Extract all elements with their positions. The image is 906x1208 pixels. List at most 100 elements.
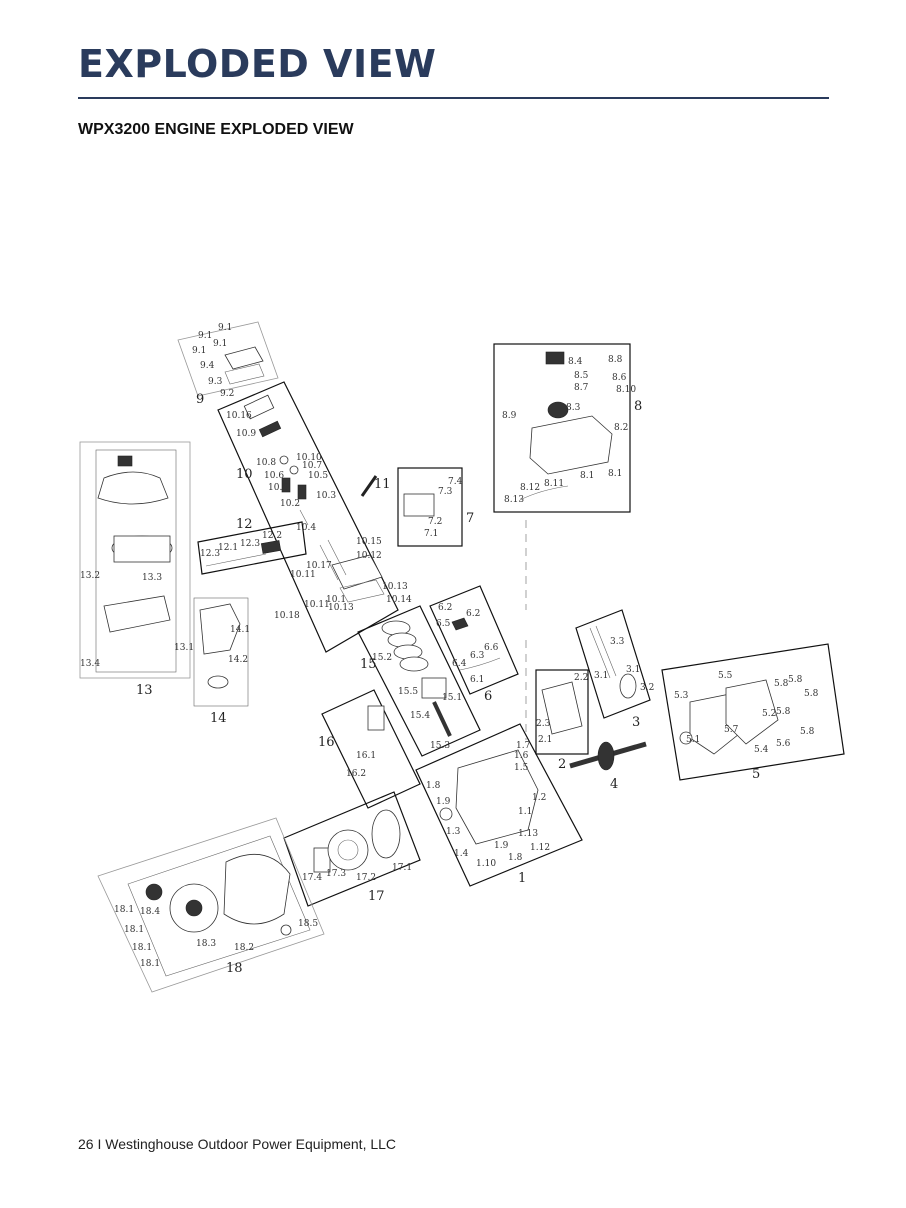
callout-18-3: 18.3: [196, 939, 216, 949]
diagram-subtitle: WPX3200 ENGINE EXPLODED VIEW: [78, 121, 354, 138]
group-4: 4: [569, 741, 647, 792]
callout-15-4: 15.4: [410, 711, 430, 721]
callout-8-6: 8.6: [612, 373, 627, 383]
group-5: 5.5 5.3 5.8 5.8 5.8 5.2 5.8 5.1 5.6 5.7 …: [661, 643, 845, 782]
part-13-1-base: [103, 595, 171, 633]
callout-8-8: 8.8: [608, 355, 623, 365]
part-2-cover: [541, 681, 583, 735]
part-5-3-seal: [679, 731, 693, 745]
group-14-box: [193, 597, 249, 707]
group-15: 15.2 15.5 15.1 15.4 15.3 15: [357, 605, 481, 757]
group-16: 16.1 16.2 16: [318, 689, 421, 809]
part-14-bowl: [207, 675, 229, 689]
part-17-1-fan: [371, 809, 401, 859]
callout-10-6: 10.6: [264, 471, 284, 481]
callout-13-2: 13.2: [80, 571, 100, 581]
callout-3-2: 3.2: [640, 683, 654, 693]
callout-8-9: 8.9: [502, 411, 517, 421]
group-6-box: [429, 585, 519, 695]
group-18: 18.1 18.4 18.1 18.3 18.1 18.2 18.1 18.5 …: [97, 817, 325, 993]
group-label-11: 11: [374, 477, 391, 492]
group-5-box: [661, 643, 845, 781]
callout-18-2: 18.2: [234, 943, 254, 953]
part-15-2-ring-4: [399, 656, 429, 672]
group-3-box: [575, 609, 651, 719]
callout-3-1-b: 3.1: [626, 665, 640, 675]
group-7: 7.4 7.3 7.2 7.1 7: [397, 467, 474, 547]
group-7-box: [397, 467, 463, 547]
part-10-5: [289, 465, 299, 475]
callout-10-9: 10.9: [236, 429, 256, 439]
callout-17-2: 17.2: [356, 873, 376, 883]
part-4-crank-web: [597, 741, 615, 771]
callout-7-4: 7.4: [448, 477, 463, 487]
callout-10-18: 10.18: [274, 611, 300, 621]
callout-5-8-c: 5.8: [804, 689, 819, 699]
callout-13-3: 13.3: [142, 573, 162, 583]
callout-16-1: 16.1: [356, 751, 376, 761]
group-label-10: 10: [236, 467, 253, 482]
callout-5-8-d: 5.8: [776, 707, 791, 717]
part-9-4-cover: [224, 346, 264, 370]
group-label-16: 16: [318, 735, 335, 750]
callout-12-1: 12.1: [218, 543, 238, 553]
group-label-3: 3: [632, 715, 640, 730]
part-8-2-tank: [529, 415, 613, 475]
part-18-4-handle: [145, 883, 163, 901]
group-label-8: 8: [634, 399, 642, 414]
callout-1-6: 1.6: [514, 751, 529, 761]
part-9-3-gasket: [224, 363, 265, 385]
part-7-2-coil: [403, 493, 435, 517]
group-1-box: [415, 723, 583, 887]
callout-6-5: 6.5: [436, 619, 451, 629]
group-10-box: [217, 381, 399, 653]
part-18-3-reel-hub: [185, 899, 203, 917]
part-8-4-cap: [545, 351, 565, 365]
callout-10-13-a: 10.13: [382, 582, 408, 592]
part-10-1-head: [331, 554, 383, 590]
callout-1-1: 1.1: [518, 807, 532, 817]
part-3-3-pushrod-1: [589, 627, 611, 679]
callout-1-12: 1.12: [530, 843, 550, 853]
group-label-12: 12: [236, 517, 253, 532]
callout-10-3: 10.3: [316, 491, 336, 501]
group-label-13: 13: [136, 683, 153, 698]
group-13: 13.2 13.3 13.1 13.4 13: [79, 441, 194, 698]
callout-10-17: 10.17: [306, 561, 332, 571]
callout-5-5: 5.5: [718, 671, 733, 681]
group-3: 3.3 3.1 3.1 3.2 3: [575, 609, 654, 730]
callout-8-5: 8.5: [574, 371, 589, 381]
callout-8-10: 8.10: [616, 385, 636, 395]
callout-9-2: 9.2: [220, 389, 234, 399]
callout-8-13: 8.13: [504, 495, 524, 505]
callout-18-5: 18.5: [298, 919, 318, 929]
callout-2-2: 2.2: [574, 673, 588, 683]
callout-15-2: 15.2: [372, 653, 392, 663]
group-1: 1.7 1.6 1.5 1.8 1.2 1.9 1.1 1.3 1.13 1.4…: [415, 723, 583, 887]
callout-9-1-a: 9.1: [198, 331, 212, 341]
group-label-18: 18: [226, 961, 243, 976]
group-label-1: 1: [518, 871, 526, 886]
callout-10-4: 10.4: [296, 523, 316, 533]
page-footer: 26 I Westinghouse Outdoor Power Equipmen…: [78, 1136, 397, 1152]
group-8: 8.4 8.8 8.5 8.6 8.7 8.10 8.9 8.3 8.2 8.1…: [493, 343, 642, 513]
part-10-17-bolt: [319, 544, 339, 581]
group-15-box: [357, 605, 481, 757]
callout-8-3: 8.3: [566, 403, 581, 413]
part-15-3-rod: [432, 701, 452, 737]
part-12-2-bracket: [260, 540, 282, 554]
callout-5-6: 5.6: [776, 739, 791, 749]
part-17-3-flywheel: [327, 829, 369, 871]
callout-2-1: 2.1: [538, 735, 552, 745]
part-10-16: [243, 394, 275, 420]
group-9-box: [177, 321, 279, 397]
engine-exploded-diagram: 9.1 9.1 9.1 9.1 9.4 9.3 9.2 9 10.16 10.9…: [79, 321, 845, 993]
callout-5-8-b: 5.8: [788, 675, 803, 685]
callout-9-1-b: 9.1: [218, 323, 232, 333]
callout-6-6: 6.6: [484, 643, 499, 653]
callout-1-7: 1.7: [516, 741, 531, 751]
callout-10-10: 10.10: [296, 453, 322, 463]
group-label-4: 4: [610, 777, 618, 792]
callout-1-10: 1.10: [476, 859, 496, 869]
part-12-1-rod: [205, 553, 267, 567]
